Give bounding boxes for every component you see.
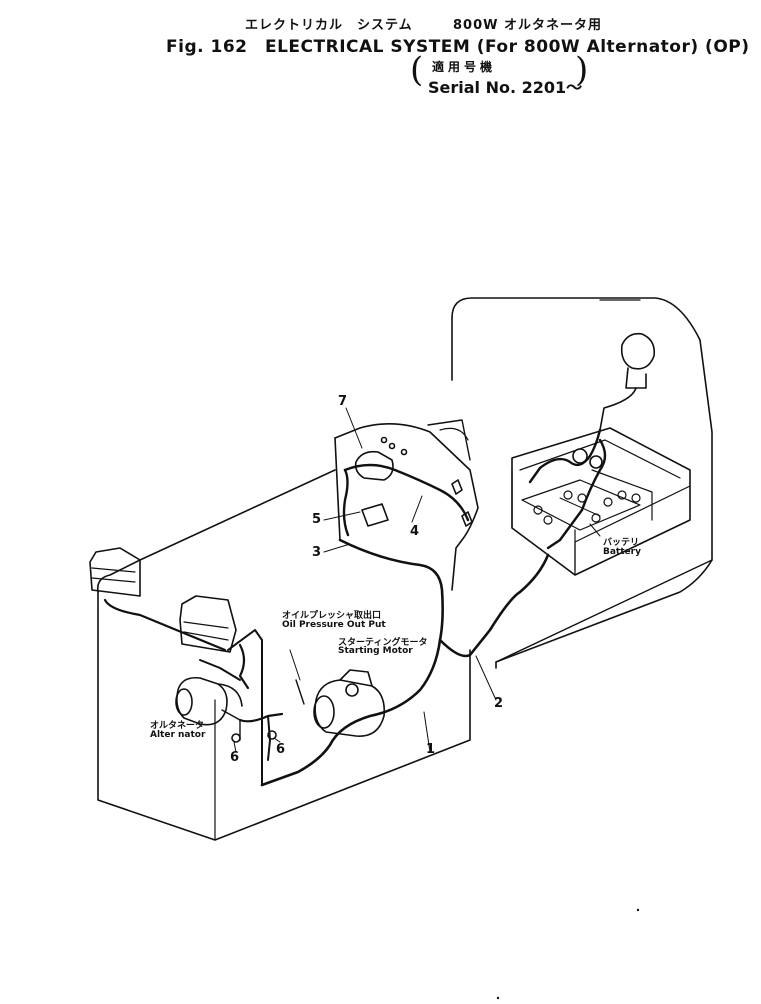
callout-6-left: 6 (230, 750, 240, 765)
battery-box (511, 427, 691, 576)
battery-label: Battery (603, 547, 641, 557)
callout-7: 7 (338, 394, 348, 409)
harness-2 (438, 553, 550, 658)
serial-number: Serial No. 2201～ (428, 78, 583, 97)
starting-motor-label-jp: スターティングモータ (338, 638, 428, 648)
harness-1 (260, 538, 444, 787)
figure-title: Fig. 162 ELECTRICAL SYSTEM (For 800W Alt… (166, 37, 750, 57)
front-lamp-right (179, 595, 237, 653)
front-lamp-left (89, 547, 141, 597)
main-body-outline (96, 469, 336, 593)
callout-4: 4 (410, 524, 420, 539)
alternator-label-jp: オルタネータ (150, 721, 205, 731)
battery-label-jp: バッテリ (603, 538, 640, 548)
rear-housing-outline (451, 297, 713, 669)
oil-pressure-label: Oil Pressure Out Put (282, 620, 386, 630)
speck (496, 996, 500, 1000)
speck (636, 908, 640, 912)
panel-device-7 (354, 450, 394, 481)
japanese-subtitle: 800W オルタネータ用 (453, 18, 603, 33)
callout-5: 5 (312, 512, 322, 527)
panel-housing (334, 423, 479, 591)
japanese-serial-label: 適用号機 (432, 60, 497, 74)
callout-3: 3 (312, 545, 322, 560)
callout-1: 1 (426, 742, 436, 757)
starting-motor-label: Starting Motor (338, 646, 413, 656)
work-lamp (620, 332, 656, 370)
callout-2: 2 (494, 696, 504, 711)
alternator-label: Alter nator (150, 730, 206, 740)
japanese-title: エレクトリカル システム (245, 18, 413, 33)
open-paren: ( (410, 50, 424, 90)
callout-6-right: 6 (276, 742, 286, 757)
oil-pressure-label-jp: オイルプレッシャ取出口 (282, 611, 382, 621)
close-paren: ) (575, 50, 589, 90)
